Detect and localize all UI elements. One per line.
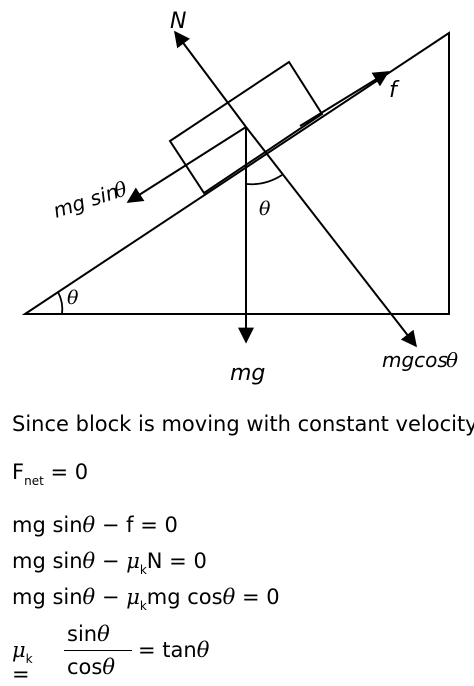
svg-text:θ: θ <box>446 348 458 372</box>
weight-label: mg <box>230 361 265 386</box>
base-angle-arc <box>57 291 64 315</box>
mg-sin-arrow <box>126 126 247 203</box>
theta-label-vertex: θ <box>259 198 271 220</box>
normal-label: N <box>170 9 186 34</box>
fraction-numerator: sinθ <box>67 622 110 646</box>
normal-arrow <box>174 30 247 128</box>
fraction-denominator: cosθ <box>67 655 115 679</box>
mg-cos-label: mgcos θ <box>382 348 458 372</box>
friction-label: f <box>389 78 400 103</box>
equation-4: mg sinθ − μkmg cosθ = 0 <box>12 585 280 613</box>
equation-2: mg sinθ − f = 0 <box>12 513 178 537</box>
theta-label-base: θ <box>67 287 79 309</box>
free-body-diagram: N f mg sin θ θ θ mg mgcos θ <box>21 9 458 386</box>
svg-text:mgcos: mgcos <box>382 348 448 372</box>
svg-text:mg sin: mg sin <box>50 179 121 223</box>
fraction-bar <box>64 650 132 651</box>
mg-cos-arrow <box>245 126 417 348</box>
equation-fnet: Fnet = 0 <box>12 460 89 488</box>
statement-text: Since block is moving with constant velo… <box>12 412 474 436</box>
incline-triangle <box>21 31 450 315</box>
friction-arrow <box>299 71 390 127</box>
mg-sin-label: mg sin θ <box>50 176 130 222</box>
theta-arc <box>245 174 283 186</box>
equation-3: mg sinθ − μkN = 0 <box>12 549 207 577</box>
block <box>168 60 324 195</box>
